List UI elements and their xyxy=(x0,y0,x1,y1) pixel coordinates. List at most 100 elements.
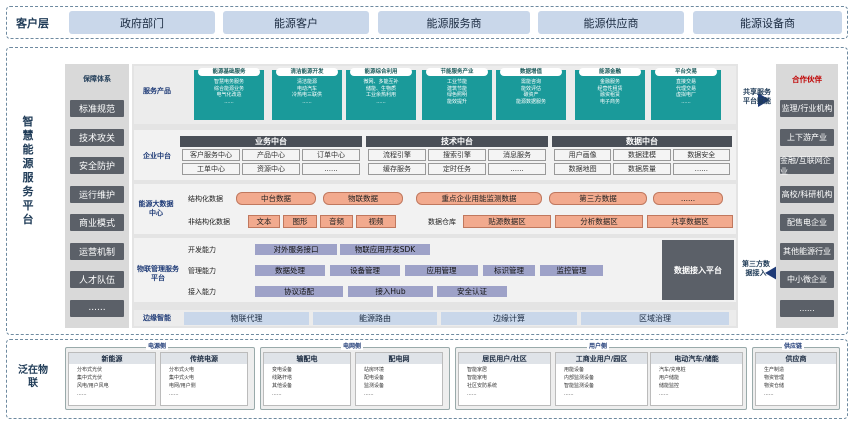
enterprise-item[interactable]: 消息服务 xyxy=(488,149,546,161)
security-item[interactable]: 商业模式 xyxy=(70,214,124,231)
enterprise-item[interactable]: ...... xyxy=(488,163,546,175)
iot-device-panel[interactable]: 配电网站房环境配电设备监测设备...... xyxy=(355,352,443,406)
partner-item[interactable]: 上下游产业 xyxy=(780,128,834,146)
service-card-line: 建筑节能 xyxy=(446,85,467,92)
enterprise-item[interactable]: 缓存服务 xyxy=(368,163,426,175)
iot-device-line: ...... xyxy=(77,391,87,397)
enterprise-item[interactable]: 定时任务 xyxy=(428,163,486,175)
iot-device-panel[interactable]: 供应商生产制造物资管理物资仓储...... xyxy=(755,352,837,406)
iot-capability-item[interactable]: 物联应用开发SDK xyxy=(340,244,430,255)
customer-layer-title: 客户层 xyxy=(16,17,49,30)
iot-capability-item[interactable]: 协议适配 xyxy=(255,286,343,297)
iot-capability-item[interactable]: 对外服务接口 xyxy=(255,244,337,255)
enterprise-item[interactable]: 客户服务中心 xyxy=(182,149,240,161)
enterprise-item[interactable]: 搜索引擎 xyxy=(428,149,486,161)
iot-device-line: 智能监测设备 xyxy=(564,383,595,389)
security-item[interactable]: 标准规范 xyxy=(70,100,124,117)
service-card-line: 冷热电三联供 xyxy=(291,92,322,98)
unstructured-data-item[interactable]: 文本 xyxy=(248,215,280,228)
unstructured-data-item[interactable]: 图形 xyxy=(283,215,317,228)
iot-capability-item[interactable]: 应用管理 xyxy=(405,265,478,276)
security-item[interactable]: 运行维护 xyxy=(70,185,124,203)
iot-device-panel[interactable]: 输配电变电设备线路杆塔其他设备...... xyxy=(263,352,351,406)
enterprise-item[interactable]: 数据质量 xyxy=(613,163,671,175)
service-card[interactable]: 数据增值需能咨询能效评估碳资产能源数据服务 xyxy=(496,68,566,120)
security-item[interactable]: 人才队伍 xyxy=(70,271,124,288)
partner-item[interactable]: 中小微企业 xyxy=(780,271,834,288)
iot-capability-item[interactable]: 数据处理 xyxy=(255,265,325,276)
bigdata-row-label: 能源大数据中心 xyxy=(138,200,174,217)
customer-item[interactable]: 政府部门 xyxy=(69,11,215,34)
platform-title-char: 平 xyxy=(22,199,34,212)
security-item[interactable]: 技术攻关 xyxy=(70,128,124,146)
iot-capability-item[interactable]: 监控管理 xyxy=(540,265,603,276)
partner-item[interactable]: 监理/行业机构 xyxy=(780,100,834,117)
partner-item[interactable]: 高校/科研机构 xyxy=(780,185,834,203)
unstructured-data-item[interactable]: 视频 xyxy=(356,215,396,228)
iot-capability-item[interactable]: 接入Hub xyxy=(348,286,433,297)
enterprise-item[interactable]: 数据地图 xyxy=(554,163,612,175)
service-card[interactable]: 节能服务产业工业节能建筑节能绿色照明能效提升 xyxy=(422,68,492,120)
iot-device-panel[interactable]: 工商业用户/园区用能设备内部监测设备智能监测设备...... xyxy=(555,352,648,406)
structured-data-item[interactable]: 物联数据 xyxy=(323,192,403,205)
iot-device-line: ...... xyxy=(169,391,179,397)
unstructured-data-item[interactable]: 音频 xyxy=(320,215,353,228)
enterprise-item[interactable]: 产品中心 xyxy=(242,149,300,161)
enterprise-item[interactable]: 用户画像 xyxy=(554,149,612,161)
iot-capability-item[interactable]: 设备管理 xyxy=(330,265,400,276)
enterprise-item[interactable]: ...... xyxy=(302,163,360,175)
enterprise-item[interactable]: 资源中心 xyxy=(242,163,300,175)
iot-device-panel[interactable]: 新能源分布式光伏集中式光伏风电/用户风电...... xyxy=(68,352,156,406)
warehouse-item[interactable]: 贴源数据区 xyxy=(463,215,551,228)
service-card[interactable]: 能源综合利用微网、多能互补储能、生物质工业余热利用...... xyxy=(346,68,416,120)
enterprise-item[interactable]: 订单中心 xyxy=(302,149,360,161)
iot-device-panel[interactable]: 电动汽车/储能汽车/充电桩用户储能储能监控...... xyxy=(650,352,743,406)
edge-item[interactable]: 边缘计算 xyxy=(441,312,577,325)
service-card-line: 能源数据服务 xyxy=(515,98,546,105)
service-card[interactable]: 清洁能源开发清洁能源电动汽车冷热电三联供...... xyxy=(272,68,342,120)
service-card[interactable]: 能源基础服务智慧电务服务综合能源业务电气化改造...... xyxy=(194,68,264,120)
edge-item[interactable]: 区域治理 xyxy=(581,312,729,325)
structured-data-item[interactable]: 重点企业用能监测数据 xyxy=(416,192,542,205)
platform-title-char: 智 xyxy=(22,115,34,128)
enterprise-item[interactable]: 数据安全 xyxy=(672,149,730,161)
iot-device-line: 生产制造 xyxy=(764,367,785,373)
structured-data-item[interactable]: 中台数据 xyxy=(236,192,316,205)
service-card[interactable]: 平台交易直接交易代理交易虚拟电厂...... xyxy=(651,68,721,120)
iot-device-line: 风电/用户风电 xyxy=(77,383,109,389)
enterprise-section-header: 技术中台 xyxy=(366,136,548,147)
security-item[interactable]: ...... xyxy=(70,299,124,317)
enterprise-item[interactable]: 数据建模 xyxy=(613,149,671,161)
enterprise-item[interactable]: ...... xyxy=(672,163,730,175)
partner-item[interactable]: 配售电企业 xyxy=(780,214,834,231)
enterprise-item[interactable]: 工单中心 xyxy=(182,163,240,175)
iot-device-panel[interactable]: 传统电源分布式火电集中式火电电网/用户侧...... xyxy=(160,352,248,406)
customer-item[interactable]: 能源设备商 xyxy=(693,11,842,34)
service-card-line: 碳资产 xyxy=(523,92,539,98)
service-card-line: 清洁能源 xyxy=(296,79,317,85)
iot-device-panel[interactable]: 居民用户/社区智能家居智能家电社区安防系统...... xyxy=(458,352,551,406)
enterprise-item[interactable]: 流程引擎 xyxy=(368,149,426,161)
customer-item[interactable]: 能源服务商 xyxy=(378,11,530,34)
warehouse-item[interactable]: 分析数据区 xyxy=(555,215,643,228)
customer-item[interactable]: 能源客户 xyxy=(223,11,369,34)
partner-item[interactable]: ...... xyxy=(780,299,834,317)
iot-capability-item[interactable]: 安全认证 xyxy=(437,286,507,297)
warehouse-item[interactable]: 共享数据区 xyxy=(647,215,733,228)
edge-item[interactable]: 物联代理 xyxy=(184,312,309,325)
structured-data-item[interactable]: 第三方数据 xyxy=(549,192,647,205)
security-item[interactable]: 安全防护 xyxy=(70,157,124,174)
iot-device-line: 站房环境 xyxy=(364,367,385,373)
security-item[interactable]: 运营机制 xyxy=(70,242,124,260)
iot-device-line: 集中式火电 xyxy=(169,375,195,381)
service-card[interactable]: 能源金融金融服务经营性租赁融资租赁电子商务 xyxy=(575,68,645,120)
customer-item[interactable]: 能源供应商 xyxy=(538,11,684,34)
service-card-line: 经营性租赁 xyxy=(597,85,623,92)
iot-capability-item[interactable]: 标识管理 xyxy=(483,265,535,276)
structured-data-item[interactable]: ...... xyxy=(653,192,723,205)
partner-item[interactable]: 其他能源行业 xyxy=(780,242,834,260)
service-card-line: 能效提升 xyxy=(446,98,467,105)
partner-item[interactable]: 金融/互联网企业 xyxy=(780,156,834,176)
edge-item[interactable]: 能源路由 xyxy=(313,312,437,325)
iot-device-line: 线路杆塔 xyxy=(272,375,293,381)
